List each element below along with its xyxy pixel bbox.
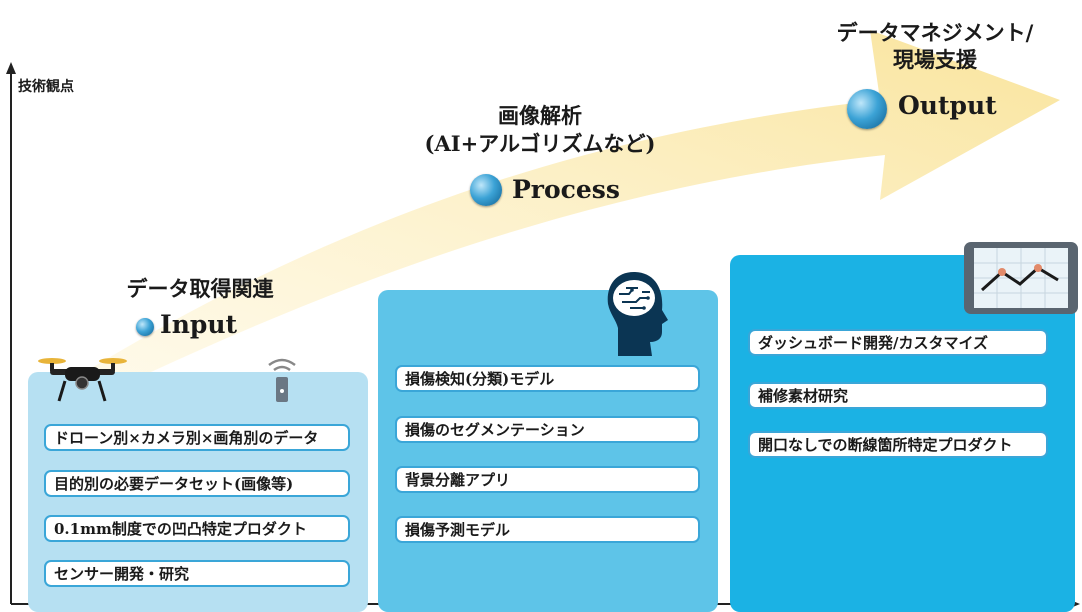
brain-icon bbox=[607, 272, 668, 356]
process-item-3: 背景分離アプリ bbox=[395, 466, 700, 493]
input-item-3: 0.1mm制度での凹凸特定プロダクト bbox=[44, 515, 350, 542]
input-item-1: ドローン別×カメラ別×画角別のデータ bbox=[44, 424, 350, 451]
process-item-4: 損傷予測モデル bbox=[395, 516, 700, 543]
input-dot-icon bbox=[136, 318, 154, 336]
output-dot-icon bbox=[847, 89, 887, 129]
tablet-chart-icon bbox=[964, 242, 1078, 314]
process-panel bbox=[378, 290, 718, 612]
process-stage-title-line1: 画像解析 bbox=[498, 103, 582, 128]
input-item-2: 目的別の必要データセット(画像等) bbox=[44, 470, 350, 497]
output-stage-label: Output bbox=[898, 91, 997, 120]
output-item-2: 補修素材研究 bbox=[748, 382, 1048, 409]
y-axis-arrowhead bbox=[6, 62, 16, 74]
output-item-1: ダッシュボード開発/カスタマイズ bbox=[748, 329, 1048, 356]
process-stage-title-line2: (AI+アルゴリズムなど) bbox=[424, 131, 656, 156]
output-stage-title-line2: 現場支援 bbox=[893, 47, 977, 72]
process-dot-icon bbox=[470, 174, 502, 206]
input-item-4: センサー開発・研究 bbox=[44, 560, 350, 587]
output-item-3: 開口なしでの断線箇所特定プロダクト bbox=[748, 431, 1048, 458]
sensor-icon bbox=[268, 358, 296, 402]
output-stage-title-line1: データマネジメント/ bbox=[836, 20, 1034, 45]
process-item-2: 損傷のセグメンテーション bbox=[395, 416, 700, 443]
input-stage-label: Input bbox=[160, 310, 238, 339]
y-axis-label: 技術観点 bbox=[18, 79, 74, 95]
process-item-1: 損傷検知(分類)モデル bbox=[395, 365, 700, 392]
drone-icon bbox=[38, 358, 127, 402]
input-stage-title: データ取得関連 bbox=[126, 276, 274, 301]
process-stage-label: Process bbox=[512, 175, 620, 204]
progress-arrow bbox=[40, 30, 1060, 410]
